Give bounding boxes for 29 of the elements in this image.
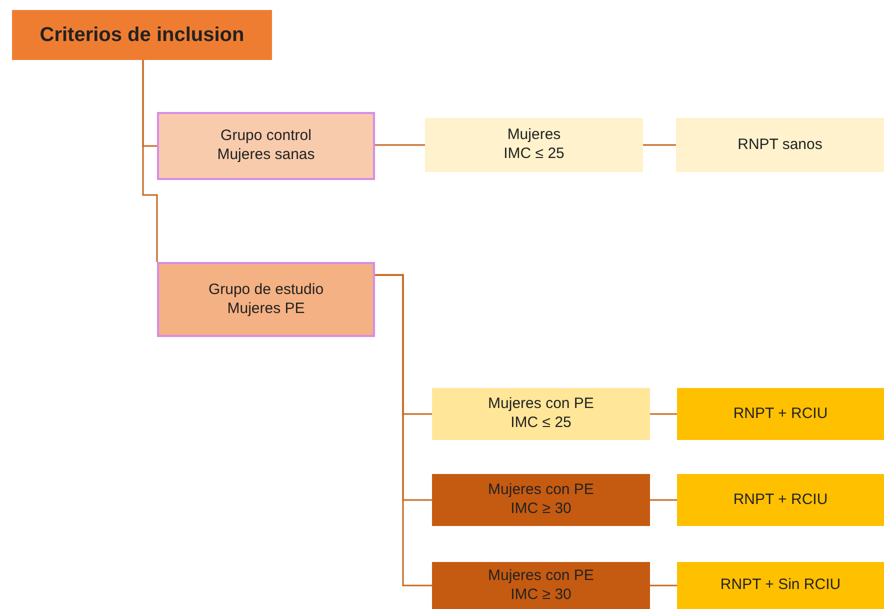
title-box: [12, 10, 272, 60]
node-text: RNPT + RCIU: [733, 404, 828, 424]
criteria-box: [425, 118, 643, 172]
node-text: Mujeres con PE IMC ≥ 30: [487, 566, 595, 604]
node-text: RNPT sanos: [738, 136, 822, 154]
node-text: Grupo control Mujeres sanas: [216, 127, 316, 165]
group-box: [157, 112, 375, 180]
node-text: Mujeres con PE IMC ≤ 25: [487, 395, 595, 433]
group-box: [157, 262, 375, 337]
node-text: Mujeres IMC ≤ 25: [502, 126, 566, 164]
node-text: RNPT + Sin RCIU: [720, 576, 841, 595]
outcome-box: [677, 388, 884, 440]
outcome-box: [677, 562, 884, 609]
title-text: Criterios de inclusion: [40, 22, 244, 48]
connector-line: [650, 413, 677, 415]
node-text: RNPT + RCIU: [733, 490, 828, 510]
outcome-box: [677, 474, 884, 526]
connector-line: [650, 499, 677, 501]
connector-line: [375, 274, 432, 586]
criteria-box: [432, 388, 650, 440]
connector-line: [643, 144, 676, 146]
criteria-box: [432, 562, 650, 609]
connector-line: [650, 584, 677, 586]
criteria-box: [432, 474, 650, 526]
connector-line: [142, 60, 158, 262]
node-text: Mujeres con PE IMC ≥ 30: [487, 481, 595, 519]
outcome-box: [676, 118, 884, 172]
node-text: Grupo de estudio Mujeres PE: [207, 280, 325, 318]
connector-line: [375, 144, 425, 146]
